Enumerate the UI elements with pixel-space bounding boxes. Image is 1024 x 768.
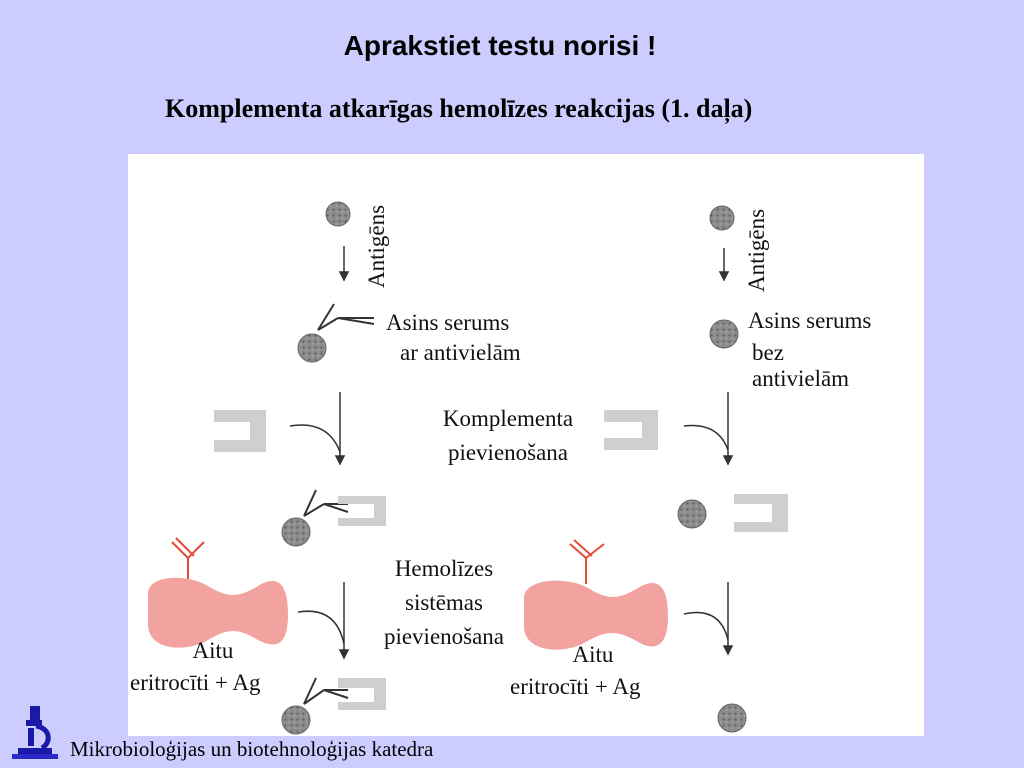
complement-label-2: pievienošana	[447, 440, 569, 465]
erythrocyte-label-left-2: eritrocīti + Ag	[130, 670, 261, 695]
antigen-icon	[297, 333, 327, 363]
arrow-down-icon	[683, 582, 734, 656]
antigen-icon	[281, 705, 311, 735]
complement-icon	[604, 410, 658, 450]
erythrocyte-label-right-2: eritrocīti + Ag	[510, 674, 641, 699]
antigen-icon	[325, 201, 351, 227]
complement-icon	[338, 678, 386, 710]
diagram-panel: Antigēns Asins serums ar antivielām Aitu…	[128, 154, 924, 736]
antigen-icon	[281, 517, 311, 547]
serum-label-left-1: Asins serums	[386, 310, 510, 335]
hemolysis-label-1: Hemolīzes	[394, 556, 494, 581]
complement-icon	[338, 496, 386, 526]
erythrocyte-label-left-1: Aitu	[192, 638, 234, 663]
erythrocyte-label-right-1: Aitu	[572, 642, 614, 667]
serum-label-right-1: Asins serums	[748, 308, 872, 333]
department-footer: Mikrobioloģijas un biotehnoloģijas kated…	[70, 737, 434, 761]
diagram-graphics	[148, 201, 788, 735]
slide-subtitle: Komplementa atkarīgas hemolīzes reakcija…	[165, 94, 753, 123]
complement-icon	[214, 410, 266, 452]
serum-label-right-3: antivielām	[752, 366, 850, 391]
erythrocyte-icon	[524, 580, 668, 650]
antibody-icon	[569, 539, 605, 584]
hemolysis-label-3: pievienošana	[383, 624, 505, 649]
complement-icon	[734, 494, 788, 532]
serum-label-right-2: bez	[752, 340, 784, 365]
arrow-down-icon	[338, 246, 350, 282]
microscope-logo-icon	[12, 706, 58, 759]
antigen-icon	[717, 703, 747, 733]
antigen-icon	[709, 205, 735, 231]
arrow-down-icon	[683, 392, 734, 466]
antibody-icon	[303, 677, 349, 705]
antigen-icon	[677, 499, 707, 529]
arrow-down-icon	[297, 582, 350, 660]
slide-title: Aprakstiet testu norisi !	[343, 30, 657, 61]
complement-label-1: Komplementa	[442, 406, 574, 431]
hemolysis-label-2: sistēmas	[405, 590, 483, 615]
serum-label-left-2: ar antivielām	[400, 340, 521, 365]
antigen-label-left: Antigēns	[364, 204, 389, 288]
antigen-label-right: Antigēns	[744, 208, 769, 292]
antibody-icon	[317, 303, 375, 331]
antigen-icon	[709, 319, 739, 349]
erythrocyte-icon	[148, 577, 288, 648]
antibody-icon	[171, 537, 205, 584]
arrow-down-icon	[718, 248, 730, 282]
arrow-down-icon	[289, 392, 346, 466]
